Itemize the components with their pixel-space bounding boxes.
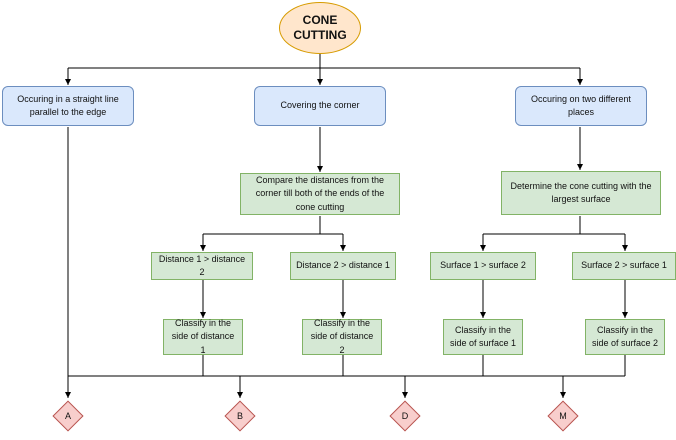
outcome-d: D	[389, 400, 421, 432]
step-classify-surface1: Classify in the side of surface 1	[443, 319, 523, 355]
step-distance1-gt-distance2-label: Distance 1 > distance 2	[158, 253, 246, 278]
outcome-b-label: B	[236, 411, 243, 421]
step-distance2-gt-distance1-label: Distance 2 > distance 1	[296, 260, 390, 271]
case-straight-line: Occuring in a straight line parallel to …	[2, 86, 134, 126]
step-classify-distance1: Classify in the side of distance 1	[163, 317, 243, 355]
outcome-a: A	[52, 400, 84, 432]
step-distance1-gt-distance2: Distance 1 > distance 2	[151, 252, 253, 280]
step-surface2-gt-surface1-label: Surface 2 > surface 1	[581, 260, 667, 271]
step-surface1-gt-surface2-label: Surface 1 > surface 2	[440, 260, 526, 271]
step-classify-distance2: Classify in the side of distance 2	[302, 317, 382, 355]
case-covering-corner: Covering the corner	[254, 86, 386, 126]
outcome-b: B	[224, 400, 256, 432]
step-classify-surface2-label: Classify in the side of surface 2	[591, 324, 659, 349]
outcome-m: M	[547, 400, 579, 432]
step-determine-largest-surface: Determine the cone cutting with the larg…	[501, 171, 661, 215]
step-distance2-gt-distance1: Distance 2 > distance 1	[290, 252, 396, 280]
outcome-m-label: M	[559, 411, 567, 421]
case-covering-corner-label: Covering the corner	[280, 100, 360, 111]
step-compare-distances-label: Compare the distances from the corner ti…	[255, 174, 385, 212]
outcome-d-label: D	[401, 411, 409, 421]
step-surface1-gt-surface2: Surface 1 > surface 2	[430, 252, 536, 280]
step-classify-surface1-label: Classify in the side of surface 1	[449, 324, 517, 349]
step-classify-distance2-label: Classify in the side of distance 2	[310, 317, 374, 355]
step-surface2-gt-surface1: Surface 2 > surface 1	[572, 252, 676, 280]
root-title: CONE CUTTING	[293, 13, 347, 42]
step-determine-largest-surface-label: Determine the cone cutting with the larg…	[510, 180, 652, 205]
root-node-cone-cutting: CONE CUTTING	[279, 2, 361, 54]
outcome-a-label: A	[64, 411, 71, 421]
case-two-places-label: Occuring on two different places	[531, 93, 631, 118]
step-classify-surface2: Classify in the side of surface 2	[585, 319, 665, 355]
case-straight-line-label: Occuring in a straight line parallel to …	[17, 93, 119, 118]
step-classify-distance1-label: Classify in the side of distance 1	[171, 317, 235, 355]
step-compare-distances: Compare the distances from the corner ti…	[240, 173, 400, 215]
case-two-places: Occuring on two different places	[515, 86, 647, 126]
